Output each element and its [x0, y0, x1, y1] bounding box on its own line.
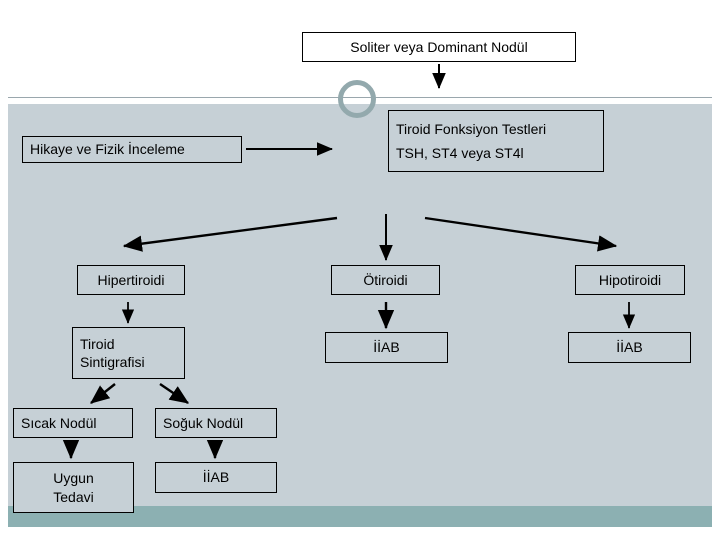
treatment-line-2: Tedavi — [53, 488, 94, 505]
tft-line-1: Tiroid Fonksiyon Testleri — [396, 120, 547, 137]
node-sicak-nodul: Sıcak Nodül — [13, 408, 133, 438]
scintigraphy-line-2: Sintigrafisi — [80, 354, 145, 370]
node-tiroid-sintigrafisi: Tiroid Sintigrafisi — [72, 327, 185, 379]
node-hipertiroidi: Hipertiroidi — [77, 265, 185, 295]
node-soliter-dominant-nodul: Soliter veya Dominant Nodül — [302, 32, 576, 62]
body-background — [8, 104, 712, 506]
node-hikaye-fizik-inceleme: Hikaye ve Fizik İnceleme — [22, 136, 242, 163]
node-iiab-soguk-nodul: İİAB — [155, 462, 277, 493]
node-iiab-hipotiroidi: İİAB — [568, 332, 691, 363]
ring-icon — [338, 80, 376, 118]
scintigraphy-line-1: Tiroid — [80, 335, 115, 352]
tft-line-2: TSH, ST4 veya ST4l — [396, 145, 524, 161]
node-tiroid-fonksiyon-testleri: Tiroid Fonksiyon Testleri TSH, ST4 veya … — [388, 110, 604, 172]
node-soguk-nodul: Soğuk Nodül — [155, 408, 277, 438]
node-uygun-tedavi: Uygun Tedavi — [13, 462, 134, 513]
treatment-line-1: Uygun — [53, 470, 94, 487]
footer-band — [8, 506, 712, 527]
node-iiab-otiroidi: İİAB — [325, 332, 448, 363]
node-otiroidi: Ötiroidi — [331, 265, 440, 295]
node-hipotiroidi: Hipotiroidi — [575, 265, 685, 295]
